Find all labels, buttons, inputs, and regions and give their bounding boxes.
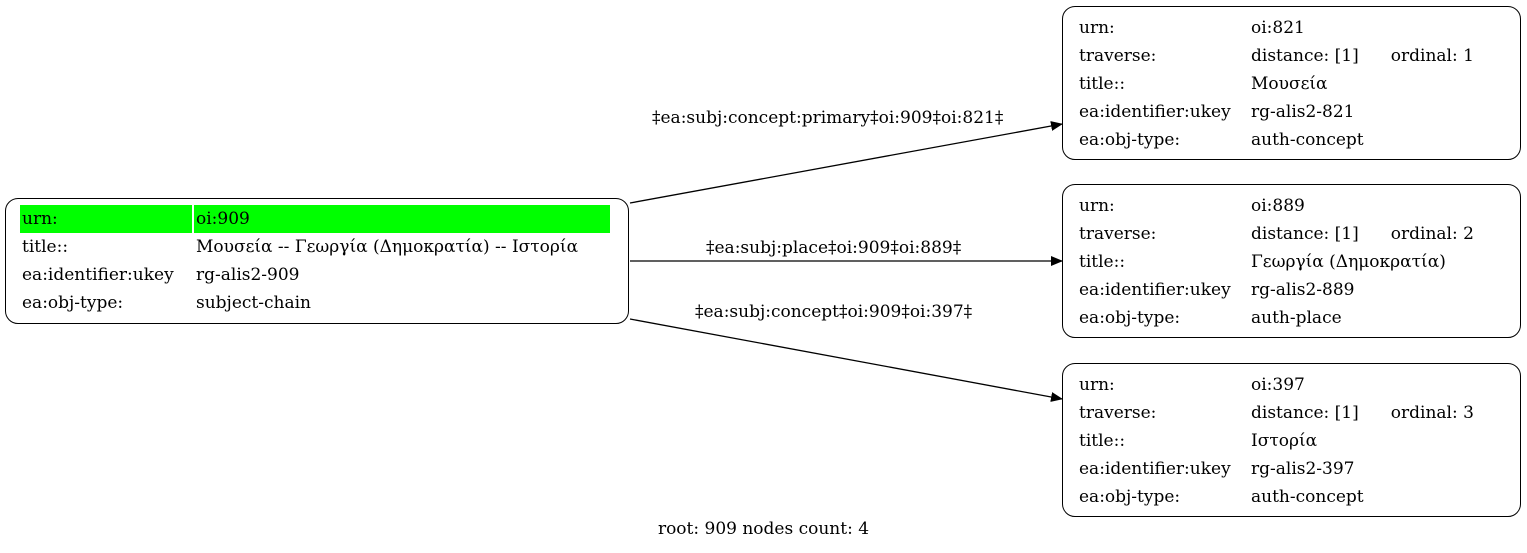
traverse-key: traverse: (1079, 46, 1157, 66)
root-type-value: subject-chain (196, 293, 311, 313)
edge-label-1: ‡ea:subj:concept:primary‡oi:909‡oi:821‡ (652, 108, 1004, 128)
child-node-oi-397[interactable]: urn: oi:397 traverse: distance: [1] ordinal… (1062, 363, 1521, 517)
urn-key: urn: (1079, 375, 1115, 395)
ukey-key: ea:identifier:ukey (1079, 459, 1231, 479)
title-value: Μουσεία (1251, 74, 1328, 94)
distance-value: distance: [1] (1251, 46, 1359, 66)
type-key: ea:obj-type: (1079, 130, 1181, 150)
urn-value: oi:889 (1251, 196, 1305, 216)
title-value: Γεωργία (Δημοκρατία) (1251, 252, 1446, 272)
distance-value: distance: [1] (1251, 224, 1359, 244)
type-value: auth-concept (1251, 487, 1364, 507)
urn-key: urn: (1079, 196, 1115, 216)
edge-label-3: ‡ea:subj:concept‡oi:909‡oi:397‡ (695, 302, 973, 322)
title-key: title:: (1079, 252, 1126, 272)
ukey-key: ea:identifier:ukey (1079, 102, 1231, 122)
type-value: auth-concept (1251, 130, 1364, 150)
root-node-table: urn: oi:909 title:: Μουσεία -- Γεωργία (… (18, 205, 612, 317)
root-urn-value: oi:909 (194, 205, 610, 233)
type-key: ea:obj-type: (1079, 487, 1181, 507)
traverse-key: traverse: (1079, 224, 1157, 244)
ukey-value: rg-alis2-889 (1251, 280, 1355, 300)
title-value: Ιστορία (1251, 431, 1318, 451)
graph-footer: root: 909 nodes count: 4 (657, 519, 870, 539)
child-node-oi-889[interactable]: urn: oi:889 traverse: distance: [1] ordinal… (1062, 184, 1521, 338)
urn-value: oi:821 (1251, 18, 1305, 38)
root-title-key: title:: (22, 237, 69, 257)
root-type-key: ea:obj-type: (22, 293, 124, 313)
urn-key: urn: (1079, 18, 1115, 38)
urn-value: oi:397 (1251, 375, 1305, 395)
child-node-table: urn: oi:889 traverse: distance: [1] ordinal… (1075, 192, 1478, 332)
root-node[interactable]: urn: oi:909 title:: Μουσεία -- Γεωργία (… (5, 198, 629, 324)
root-ukey-value: rg-alis2-909 (196, 265, 300, 285)
edge-label-2: ‡ea:subj:place‡oi:909‡oi:889‡ (706, 238, 962, 258)
root-ukey-key: ea:identifier:ukey (22, 265, 174, 285)
child-node-oi-821[interactable]: urn: oi:821 traverse: distance: [1] ordinal… (1062, 6, 1521, 160)
root-title-row: title:: Μουσεία -- Γεωργία (Δημοκρατία) … (20, 233, 610, 261)
title-key: title:: (1079, 431, 1126, 451)
distance-value: distance: [1] (1251, 403, 1359, 423)
root-ukey-row: ea:identifier:ukey rg-alis2-909 (20, 261, 610, 289)
child-node-table: urn: oi:397 traverse: distance: [1] ordinal… (1075, 371, 1478, 511)
traverse-key: traverse: (1079, 403, 1157, 423)
ordinal-value: ordinal: 3 (1390, 403, 1474, 423)
child-node-table: urn: oi:821 traverse: distance: [1] ordinal… (1075, 14, 1478, 154)
root-type-row: ea:obj-type: subject-chain (20, 289, 610, 317)
type-key: ea:obj-type: (1079, 308, 1181, 328)
root-urn-key: urn: (20, 205, 192, 233)
ukey-value: rg-alis2-397 (1251, 459, 1355, 479)
edge-to-oi-397[interactable] (629, 318, 1063, 402)
root-title-value: Μουσεία -- Γεωργία (Δημοκρατία) -- Ιστορ… (196, 237, 579, 257)
ordinal-value: ordinal: 1 (1390, 46, 1474, 66)
edge-to-oi-821[interactable] (629, 121, 1063, 204)
ukey-value: rg-alis2-821 (1251, 102, 1355, 122)
type-value: auth-place (1251, 308, 1342, 328)
ukey-key: ea:identifier:ukey (1079, 280, 1231, 300)
root-urn-row: urn: oi:909 (20, 205, 610, 233)
title-key: title:: (1079, 74, 1126, 94)
ordinal-value: ordinal: 2 (1390, 224, 1474, 244)
